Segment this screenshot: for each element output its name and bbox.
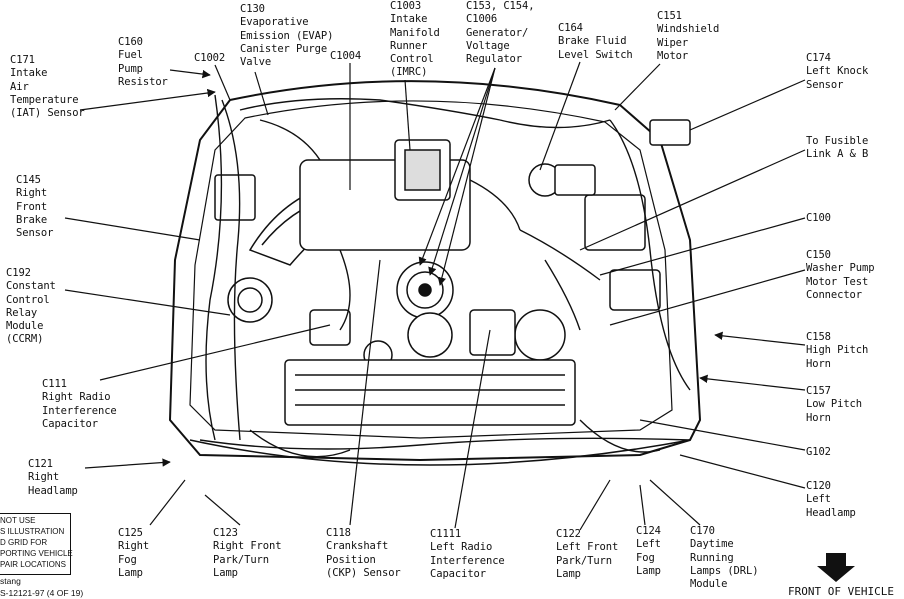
label-c1111: C1111 Left Radio Interference Capacitor: [430, 528, 505, 580]
label-c1003: C1003 Intake Manifold Runner Control (IM…: [390, 0, 440, 79]
label-fusible-link: To Fusible Link A & B: [806, 135, 869, 161]
wiring-harness: [199, 94, 691, 458]
label-c174: C174 Left Knock Sensor: [806, 52, 869, 91]
label-c1002: C1002: [194, 52, 226, 64]
label-c125: C125 Right Fog Lamp: [118, 527, 150, 579]
label-c150: C150 Washer Pump Motor Test Connector: [806, 249, 875, 301]
label-c124: C124 Left Fog Lamp: [636, 525, 661, 577]
label-c122: C122 Left Front Park/Turn Lamp: [556, 528, 619, 580]
footer-code: S-12121-97 (4 OF 19): [0, 588, 84, 598]
label-c120: C120 Left Headlamp: [806, 480, 856, 519]
label-g102: G102: [806, 446, 831, 458]
disclaimer-note: NOT USE S ILLUSTRATION D GRID FOR PORTIN…: [0, 516, 73, 569]
label-c157: C157 Low Pitch Horn: [806, 385, 862, 424]
label-c118: C118 Crankshaft Position (CKP) Sensor: [326, 527, 401, 579]
label-c111: C111 Right Radio Interference Capacitor: [42, 378, 117, 430]
engine-bay-outline: [168, 80, 702, 462]
label-c151: C151 Windshield Wiper Motor: [657, 10, 720, 62]
label-c192: C192 Constant Control Relay Module (CCRM…: [6, 267, 56, 346]
front-of-vehicle-label: FRONT OF VEHICLE: [788, 585, 894, 598]
label-c130: C130 Evaporative Emission (EVAP) Caniste…: [240, 3, 334, 69]
label-c153: C153, C154, C1006 Generator/ Voltage Reg…: [466, 0, 535, 66]
label-c158: C158 High Pitch Horn: [806, 331, 869, 370]
label-c170: C170 Daytime Running Lamps (DRL) Module: [690, 525, 759, 591]
engine-components: [189, 119, 691, 466]
footer-model: stang: [0, 576, 21, 586]
down-arrow-icon: [817, 553, 855, 582]
label-c171: C171 Intake Air Temperature (IAT) Sensor: [10, 54, 85, 120]
disclaimer-box: [0, 513, 71, 575]
label-c1004: C1004: [330, 50, 362, 62]
label-c123: C123 Right Front Park/Turn Lamp: [213, 527, 282, 579]
leader-lines: [64, 61, 806, 531]
label-c100: C100: [806, 212, 831, 224]
label-c145: C145 Right Front Brake Sensor: [16, 174, 54, 240]
label-c121: C121 Right Headlamp: [28, 458, 78, 497]
label-c160: C160 Fuel Pump Resistor: [118, 36, 168, 88]
label-c164: C164 Brake Fluid Level Switch: [558, 22, 633, 61]
